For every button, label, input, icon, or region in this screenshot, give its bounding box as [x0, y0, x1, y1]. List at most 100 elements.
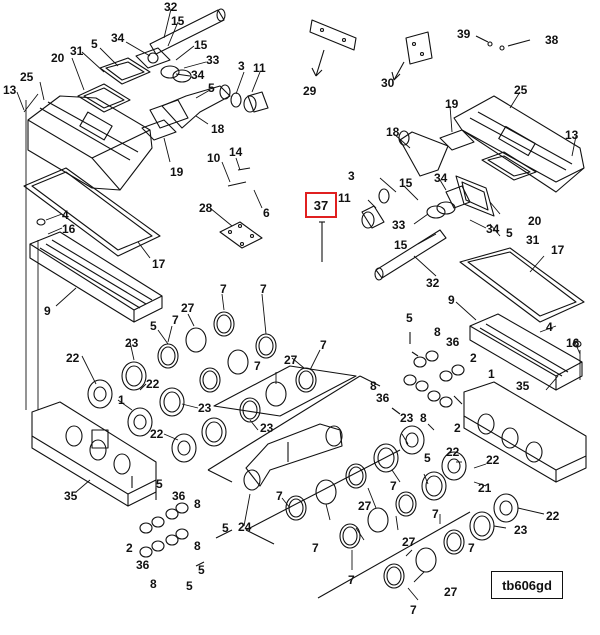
callout-label: 13 — [565, 128, 579, 142]
callout-label: 7 — [254, 359, 261, 373]
callout-label: 17 — [152, 257, 166, 271]
callout-label: 7 — [410, 603, 417, 617]
callout-label: 27 — [402, 535, 416, 549]
callout-label: 22 — [146, 377, 160, 391]
callout-label: 15 — [171, 14, 185, 28]
callout-label: 15 — [194, 38, 208, 52]
callout-label: 18 — [211, 122, 225, 136]
callout-label: 4 — [546, 320, 553, 334]
callout-label: 2 — [454, 421, 461, 435]
right-adapter-33 — [426, 201, 456, 219]
callout-label: 22 — [66, 351, 80, 365]
right-gasket-19 — [439, 129, 475, 151]
plate-29 — [309, 19, 357, 77]
callout-label: 33 — [206, 53, 220, 67]
callout-label: 1 — [118, 393, 125, 407]
callout-label: 3 — [348, 169, 355, 183]
callout-label: 22 — [486, 453, 500, 467]
callout-label: 22 — [546, 509, 560, 523]
left-elbow-18 — [149, 84, 231, 129]
callout-label: 27 — [284, 353, 298, 367]
callout-label: 31 — [70, 44, 84, 58]
callout-label: 35 — [64, 489, 78, 503]
callout-label: 7 — [276, 489, 283, 503]
left-core-9 — [29, 218, 163, 323]
callout-label: 30 — [381, 76, 395, 90]
callout-label: 2 — [126, 541, 133, 555]
callout-label: 31 — [526, 233, 540, 247]
left-lid-gasket-17 — [23, 167, 161, 257]
callout-label: 11 — [338, 191, 351, 205]
callout-label: 7 — [260, 282, 267, 296]
cover-plate-28 — [219, 221, 263, 249]
left-clamps — [87, 311, 317, 463]
left-cover-gasket-20 — [77, 83, 131, 113]
highlighted-callout-label: 37 — [313, 197, 329, 213]
leader-lines — [16, 8, 581, 601]
callout-label: 36 — [446, 335, 460, 349]
callout-label: 8 — [194, 497, 201, 511]
right-hose-11 — [361, 188, 390, 229]
callout-label: 34 — [191, 68, 205, 82]
callout-label: 23 — [260, 421, 274, 435]
left-washer-stack — [131, 476, 233, 567]
callout-label: 39 — [457, 27, 471, 41]
callout-label: 36 — [376, 391, 390, 405]
callout-label: 7 — [432, 507, 439, 521]
callout-label: 36 — [172, 489, 186, 503]
callout-label: 5 — [222, 521, 229, 535]
callout-label: 10 — [207, 151, 221, 165]
callout-label: 1 — [488, 367, 495, 381]
highlighted-callout-box — [305, 192, 337, 218]
callout-label: 27 — [358, 499, 372, 513]
callout-label: 14 — [229, 145, 243, 159]
callout-label: 6 — [263, 206, 270, 220]
callout-label: 8 — [194, 539, 201, 553]
callout-label: 4 — [62, 208, 69, 222]
callout-label: 28 — [199, 201, 213, 215]
callout-label: 25 — [514, 83, 528, 97]
callout-label: 9 — [44, 304, 51, 318]
callout-label: 9 — [448, 293, 455, 307]
callout-label: 5 — [150, 319, 157, 333]
callout-label: 38 — [545, 33, 559, 47]
fasteners-38-39 — [475, 35, 531, 51]
callout-label: 3 — [238, 59, 245, 73]
callout-label: 7 — [348, 573, 355, 587]
callout-label: 35 — [516, 379, 530, 393]
callout-label: 18 — [386, 125, 400, 139]
callout-label: 36 — [136, 558, 150, 572]
callout-label: 7 — [468, 541, 475, 555]
callout-label: 17 — [551, 243, 565, 257]
left-elbow-gasket-31 — [99, 57, 151, 85]
callout-label: 8 — [370, 379, 377, 393]
right-washer-stack — [391, 332, 465, 415]
callout-label: 2 — [470, 351, 477, 365]
callout-label: 7 — [320, 338, 327, 352]
callout-label: 19 — [445, 97, 459, 111]
callout-label: 7 — [390, 479, 397, 493]
clamp-group-box-left — [207, 365, 381, 483]
callout-label: 23 — [198, 401, 212, 415]
callout-label: 16 — [566, 336, 580, 350]
callout-label: 34 — [434, 171, 448, 185]
screw-37 — [319, 221, 325, 262]
callout-label: 27 — [181, 301, 195, 315]
callout-label: 23 — [400, 411, 414, 425]
bolts-10-14 — [227, 167, 251, 187]
left-gasket-19 — [141, 119, 177, 141]
callout-label: 24 — [238, 520, 252, 534]
callout-label: 20 — [528, 214, 542, 228]
callout-label: 15 — [394, 238, 408, 252]
callout-label: 21 — [478, 481, 492, 495]
callout-label: 25 — [20, 70, 34, 84]
callout-label: 16 — [62, 222, 76, 236]
callout-label: 34 — [111, 31, 125, 45]
callout-label: 20 — [51, 51, 65, 65]
callout-labels: 32 15 34 5 31 15 33 20 34 3 11 25 13 5 1… — [3, 0, 580, 617]
callout-label: 8 — [150, 577, 157, 591]
callout-label: 7 — [172, 313, 179, 327]
figure-id-label: tb606gd — [491, 571, 563, 599]
left-adapter-33 — [160, 65, 192, 83]
